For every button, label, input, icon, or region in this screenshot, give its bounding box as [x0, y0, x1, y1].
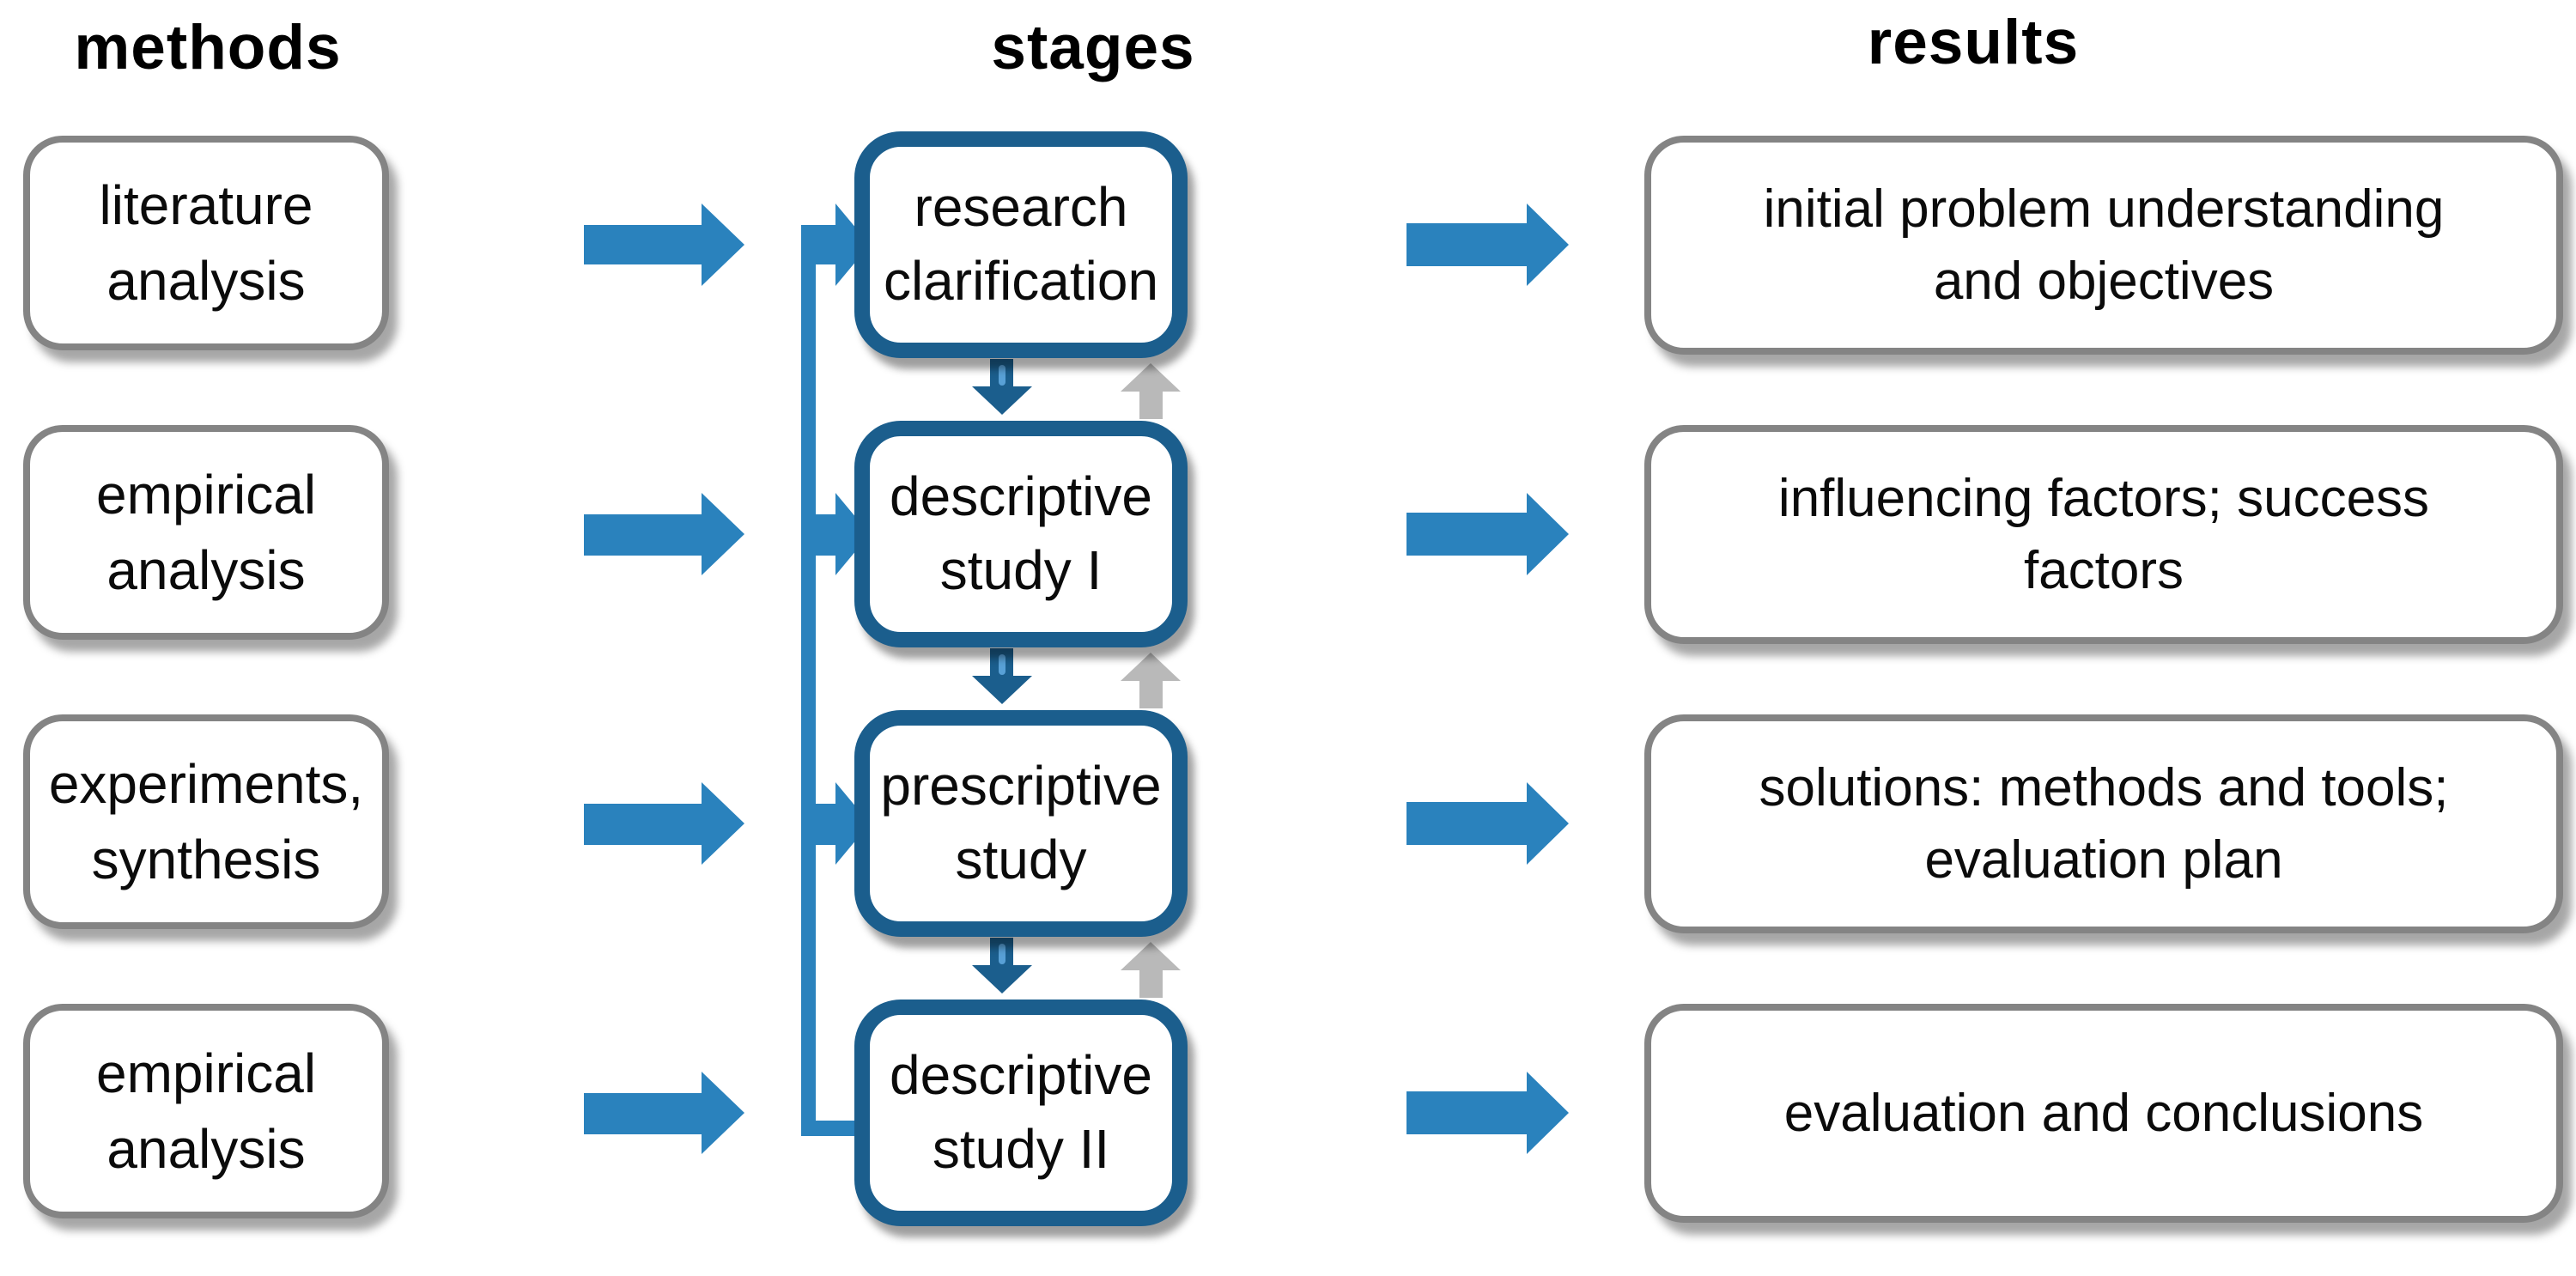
spine-branch-arrow-icon-2: [801, 493, 870, 575]
result-arrow-icon-3: [1406, 782, 1569, 865]
up-arrow-icon-2: [1121, 653, 1181, 681]
stage-box-descriptive-study-2: descriptive study II: [854, 1000, 1188, 1226]
method-box-empirical-analysis-1: empirical analysis: [23, 425, 389, 640]
spine-branch-arrow-icon-1: [801, 204, 870, 286]
method-box-empirical-analysis-2: empirical analysis: [23, 1004, 389, 1218]
up-arrow-stem-1: [1139, 389, 1163, 419]
result-box-influencing-factors: influencing factors; success factors: [1644, 425, 2563, 644]
column-header-stages: stages: [991, 13, 1195, 82]
down-arrow-icon-3: [972, 965, 1032, 993]
method-arrow-icon-2: [584, 493, 744, 575]
down-arrow-dash-3: [999, 944, 1005, 964]
result-box-problem-understanding: initial problem understanding and object…: [1644, 136, 2563, 355]
down-arrow-dash-1: [999, 365, 1005, 386]
method-arrow-icon-1: [584, 204, 744, 286]
down-arrow-dash-2: [999, 654, 1005, 675]
result-box-solutions: solutions: methods and tools; evaluation…: [1644, 714, 2563, 933]
result-arrow-icon-2: [1406, 493, 1569, 575]
up-arrow-icon-1: [1121, 363, 1181, 392]
result-arrow-icon-4: [1406, 1072, 1569, 1154]
method-arrow-icon-3: [584, 782, 744, 865]
up-arrow-icon-3: [1121, 942, 1181, 970]
column-header-methods: methods: [74, 13, 342, 82]
method-arrow-icon-4: [584, 1072, 744, 1154]
stage-box-prescriptive-study: prescriptive study: [854, 710, 1188, 937]
down-arrow-icon-2: [972, 676, 1032, 704]
stage-box-research-clarification: research clarification: [854, 131, 1188, 358]
column-header-results: results: [1867, 8, 2080, 77]
stages-spine-elbow: [801, 1121, 867, 1136]
down-arrow-dash-group: [999, 365, 1005, 964]
method-box-literature-analysis: literature analysis: [23, 136, 389, 350]
result-arrow-icon-1: [1406, 204, 1569, 286]
stage-box-descriptive-study-1: descriptive study I: [854, 421, 1188, 647]
iteration-group: [1121, 363, 1181, 998]
stages-spine-line: [801, 225, 816, 1136]
up-arrow-stem-2: [1139, 678, 1163, 708]
up-arrow-stem-3: [1139, 968, 1163, 998]
down-arrow-icon-1: [972, 386, 1032, 415]
result-box-evaluation-conclusions: evaluation and conclusions: [1644, 1004, 2563, 1223]
spine-branch-arrow-icon-3: [801, 782, 870, 865]
flow-blue-group: [584, 204, 1569, 1154]
method-box-experiments-synthesis: experiments, synthesis: [23, 714, 389, 929]
